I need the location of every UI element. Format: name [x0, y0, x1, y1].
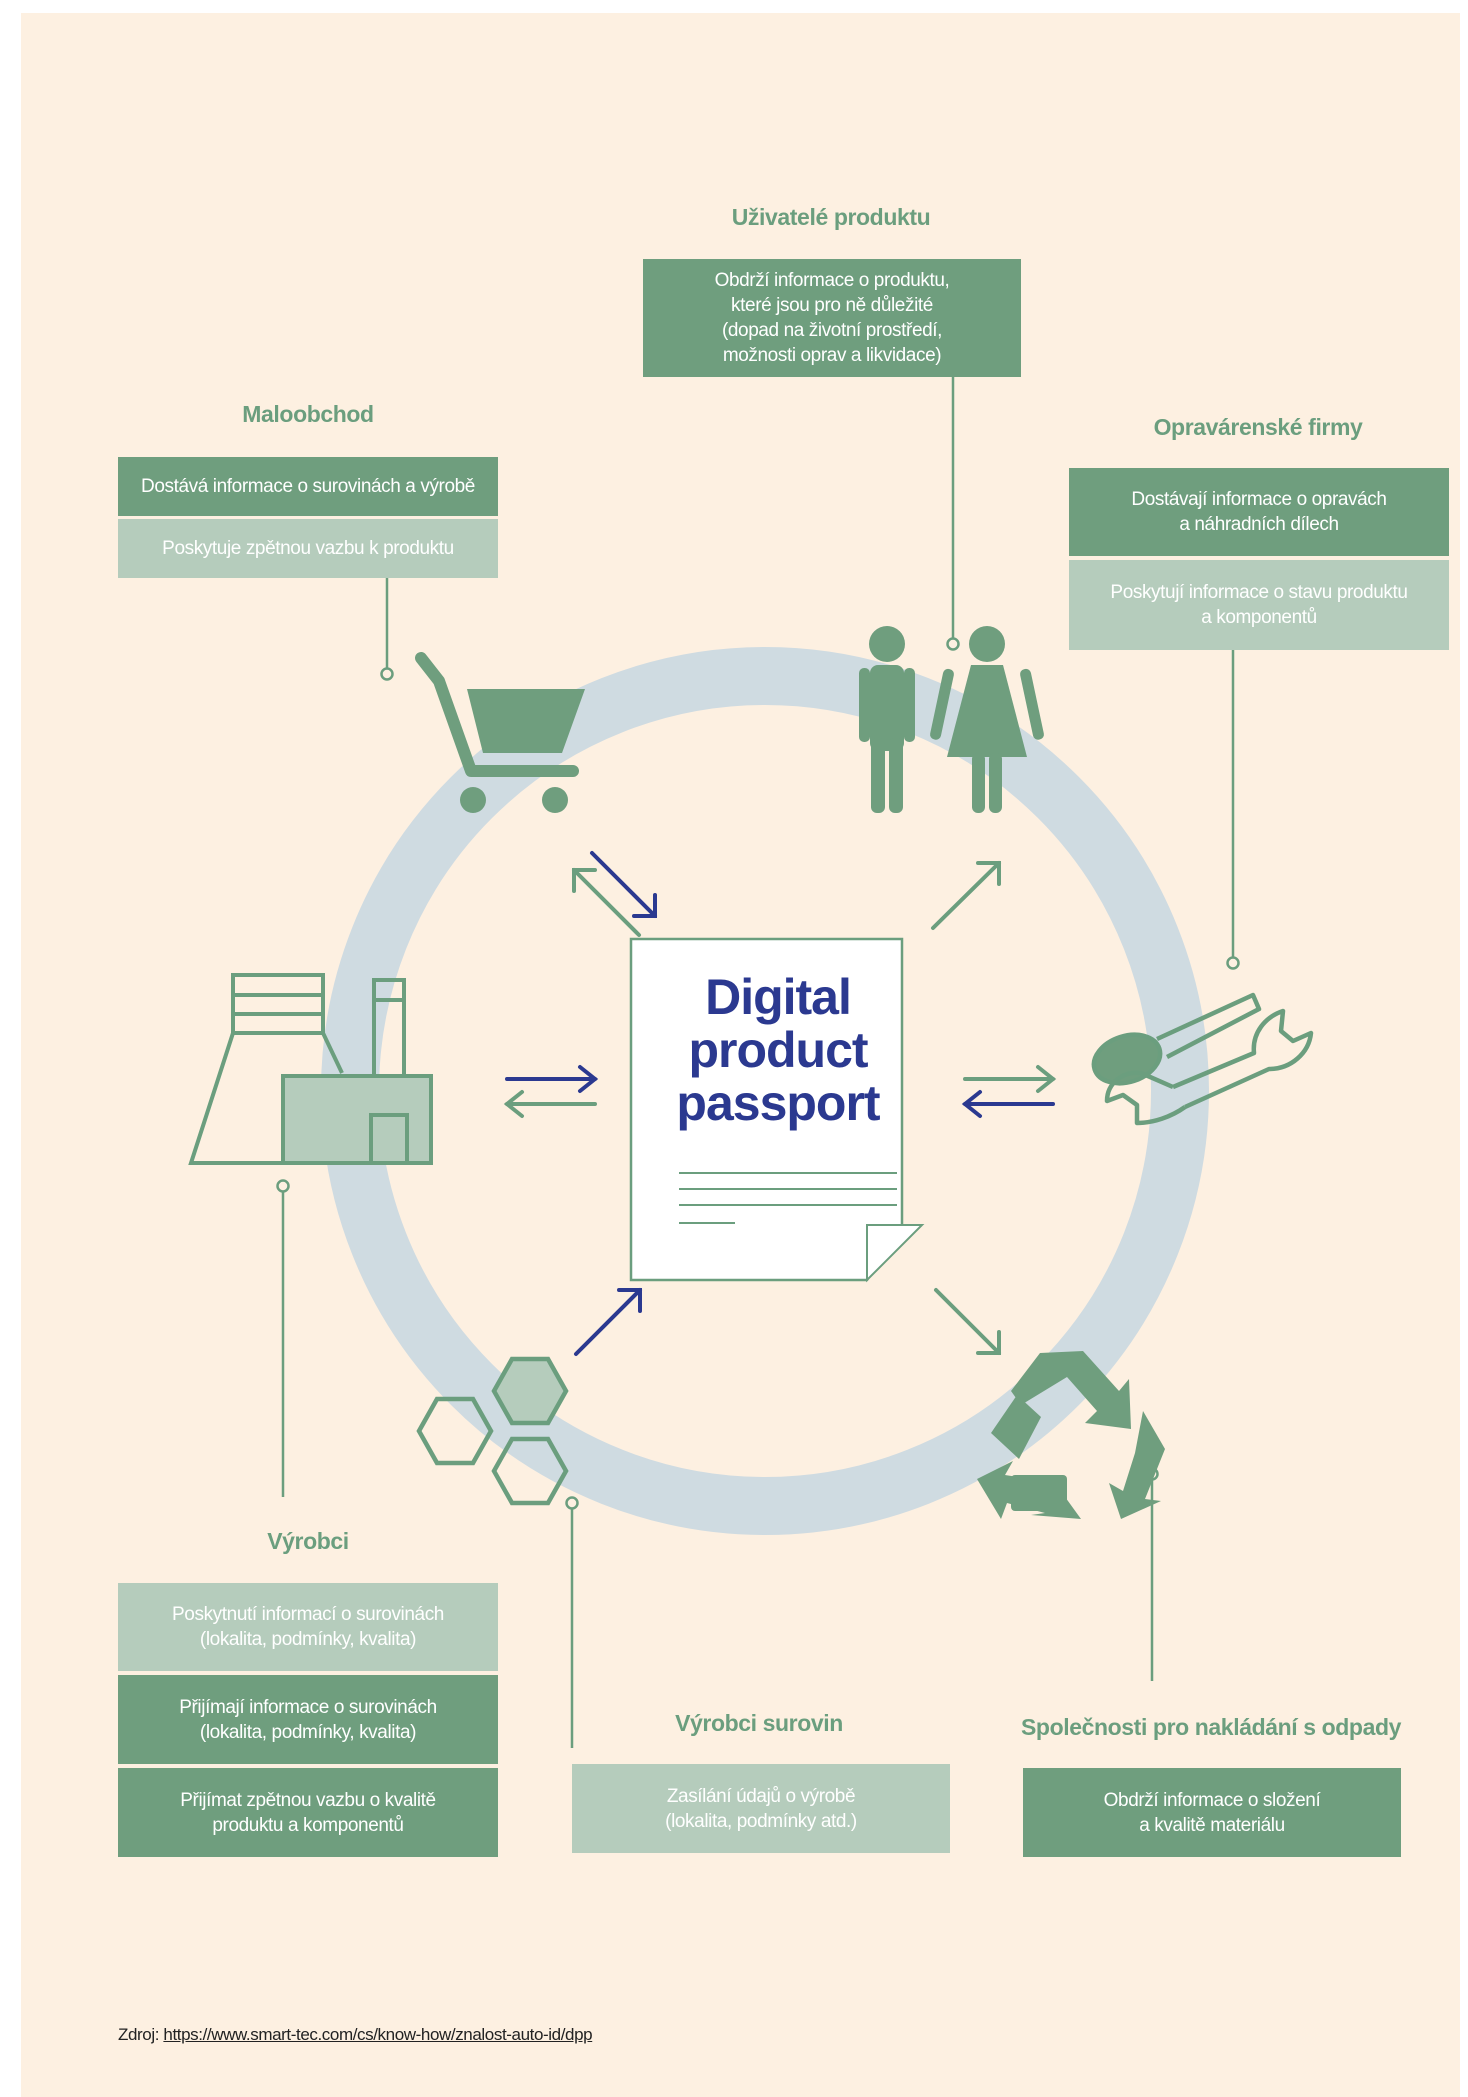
box-odpady-1: Obdrží informace o složení a kvalitě mat…: [1023, 1768, 1401, 1857]
arrow-from-vyrobci-to-passport: [505, 1065, 599, 1093]
connector-dot-maloobchod: [380, 667, 394, 681]
heading-maloobchod: Maloobchod: [242, 401, 374, 427]
box-opravarenske-2: Poskytují informace o stavu produktu a k…: [1069, 560, 1449, 650]
hexagons-icon: [416, 1356, 569, 1506]
passport-title: Digital product passport: [633, 971, 923, 1130]
connector-dot-vyrobci-surovin: [565, 1496, 579, 1510]
arrow-from-maloobchod-to-passport: [590, 851, 657, 918]
connector-dot-uzivatele: [946, 637, 960, 651]
heading-vyrobci-surovin: Výrobci surovin: [675, 1710, 843, 1736]
infographic-page: Digital product passport Uživatelé produ…: [21, 13, 1460, 2097]
box-vyrobci-3: Přijímat zpětnou vazbu o kvalitě produkt…: [118, 1768, 498, 1857]
passport-title-line-1: Digital: [705, 969, 852, 1025]
box-vyrobci-surovin-1: Zasílání údajů o výrobě (lokalita, podmí…: [572, 1764, 950, 1853]
arrow-from-passport-to-maloobchod: [572, 868, 641, 937]
factory-icon: [188, 973, 433, 1165]
passport-document: [629, 937, 925, 1283]
box-vyrobci-2: Přijímají informace o surovinách (lokali…: [118, 1675, 498, 1764]
arrow-from-vyrobci-surovin-to-passport: [574, 1288, 642, 1356]
passport-title-line-2: product: [688, 1022, 868, 1078]
connector-dot-vyrobci: [276, 1179, 290, 1193]
box-uzivatele-1: Obdrží informace o produktu, které jsou …: [643, 259, 1021, 377]
passport-title-line-3: passport: [676, 1075, 880, 1131]
arrow-from-passport-to-opravarenske: [963, 1065, 1057, 1093]
cycle-diagram: [188, 376, 1314, 1748]
tools-icon: [1091, 992, 1314, 1126]
box-maloobchod-2: Poskytuje zpětnou vazbu k produktu: [118, 519, 498, 578]
heading-odpady: Společnosti pro nakládání s odpady: [1020, 1714, 1402, 1740]
heading-vyrobci: Výrobci: [267, 1528, 349, 1554]
box-opravarenske-1: Dostávají informace o opravách a náhradn…: [1069, 468, 1449, 556]
arrow-from-passport-to-odpady: [934, 1288, 1001, 1355]
recycle-icon: [977, 1351, 1165, 1519]
arrow-from-opravarenske-to-passport: [961, 1090, 1055, 1118]
heading-uzivatele: Uživatelé produktu: [731, 204, 931, 230]
people-icon: [859, 626, 1044, 813]
box-maloobchod-1: Dostává informace o surovinách a výrobě: [118, 457, 498, 516]
source-link[interactable]: https://www.smart-tec.com/cs/know-how/zn…: [163, 2025, 593, 2044]
connector-dot-opravarenske: [1226, 956, 1240, 970]
source-line: Zdroj: https://www.smart-tec.com/cs/know…: [118, 2025, 593, 2045]
arrow-from-passport-to-uzivatele: [931, 861, 1001, 930]
source-label: Zdroj:: [118, 2025, 160, 2044]
shopping-cart-icon: [415, 652, 585, 813]
heading-opravarenske: Opravárenské firmy: [1153, 414, 1363, 440]
arrow-from-passport-to-vyrobci: [503, 1090, 597, 1118]
box-vyrobci-1: Poskytnutí informací o surovinách (lokal…: [118, 1583, 498, 1671]
